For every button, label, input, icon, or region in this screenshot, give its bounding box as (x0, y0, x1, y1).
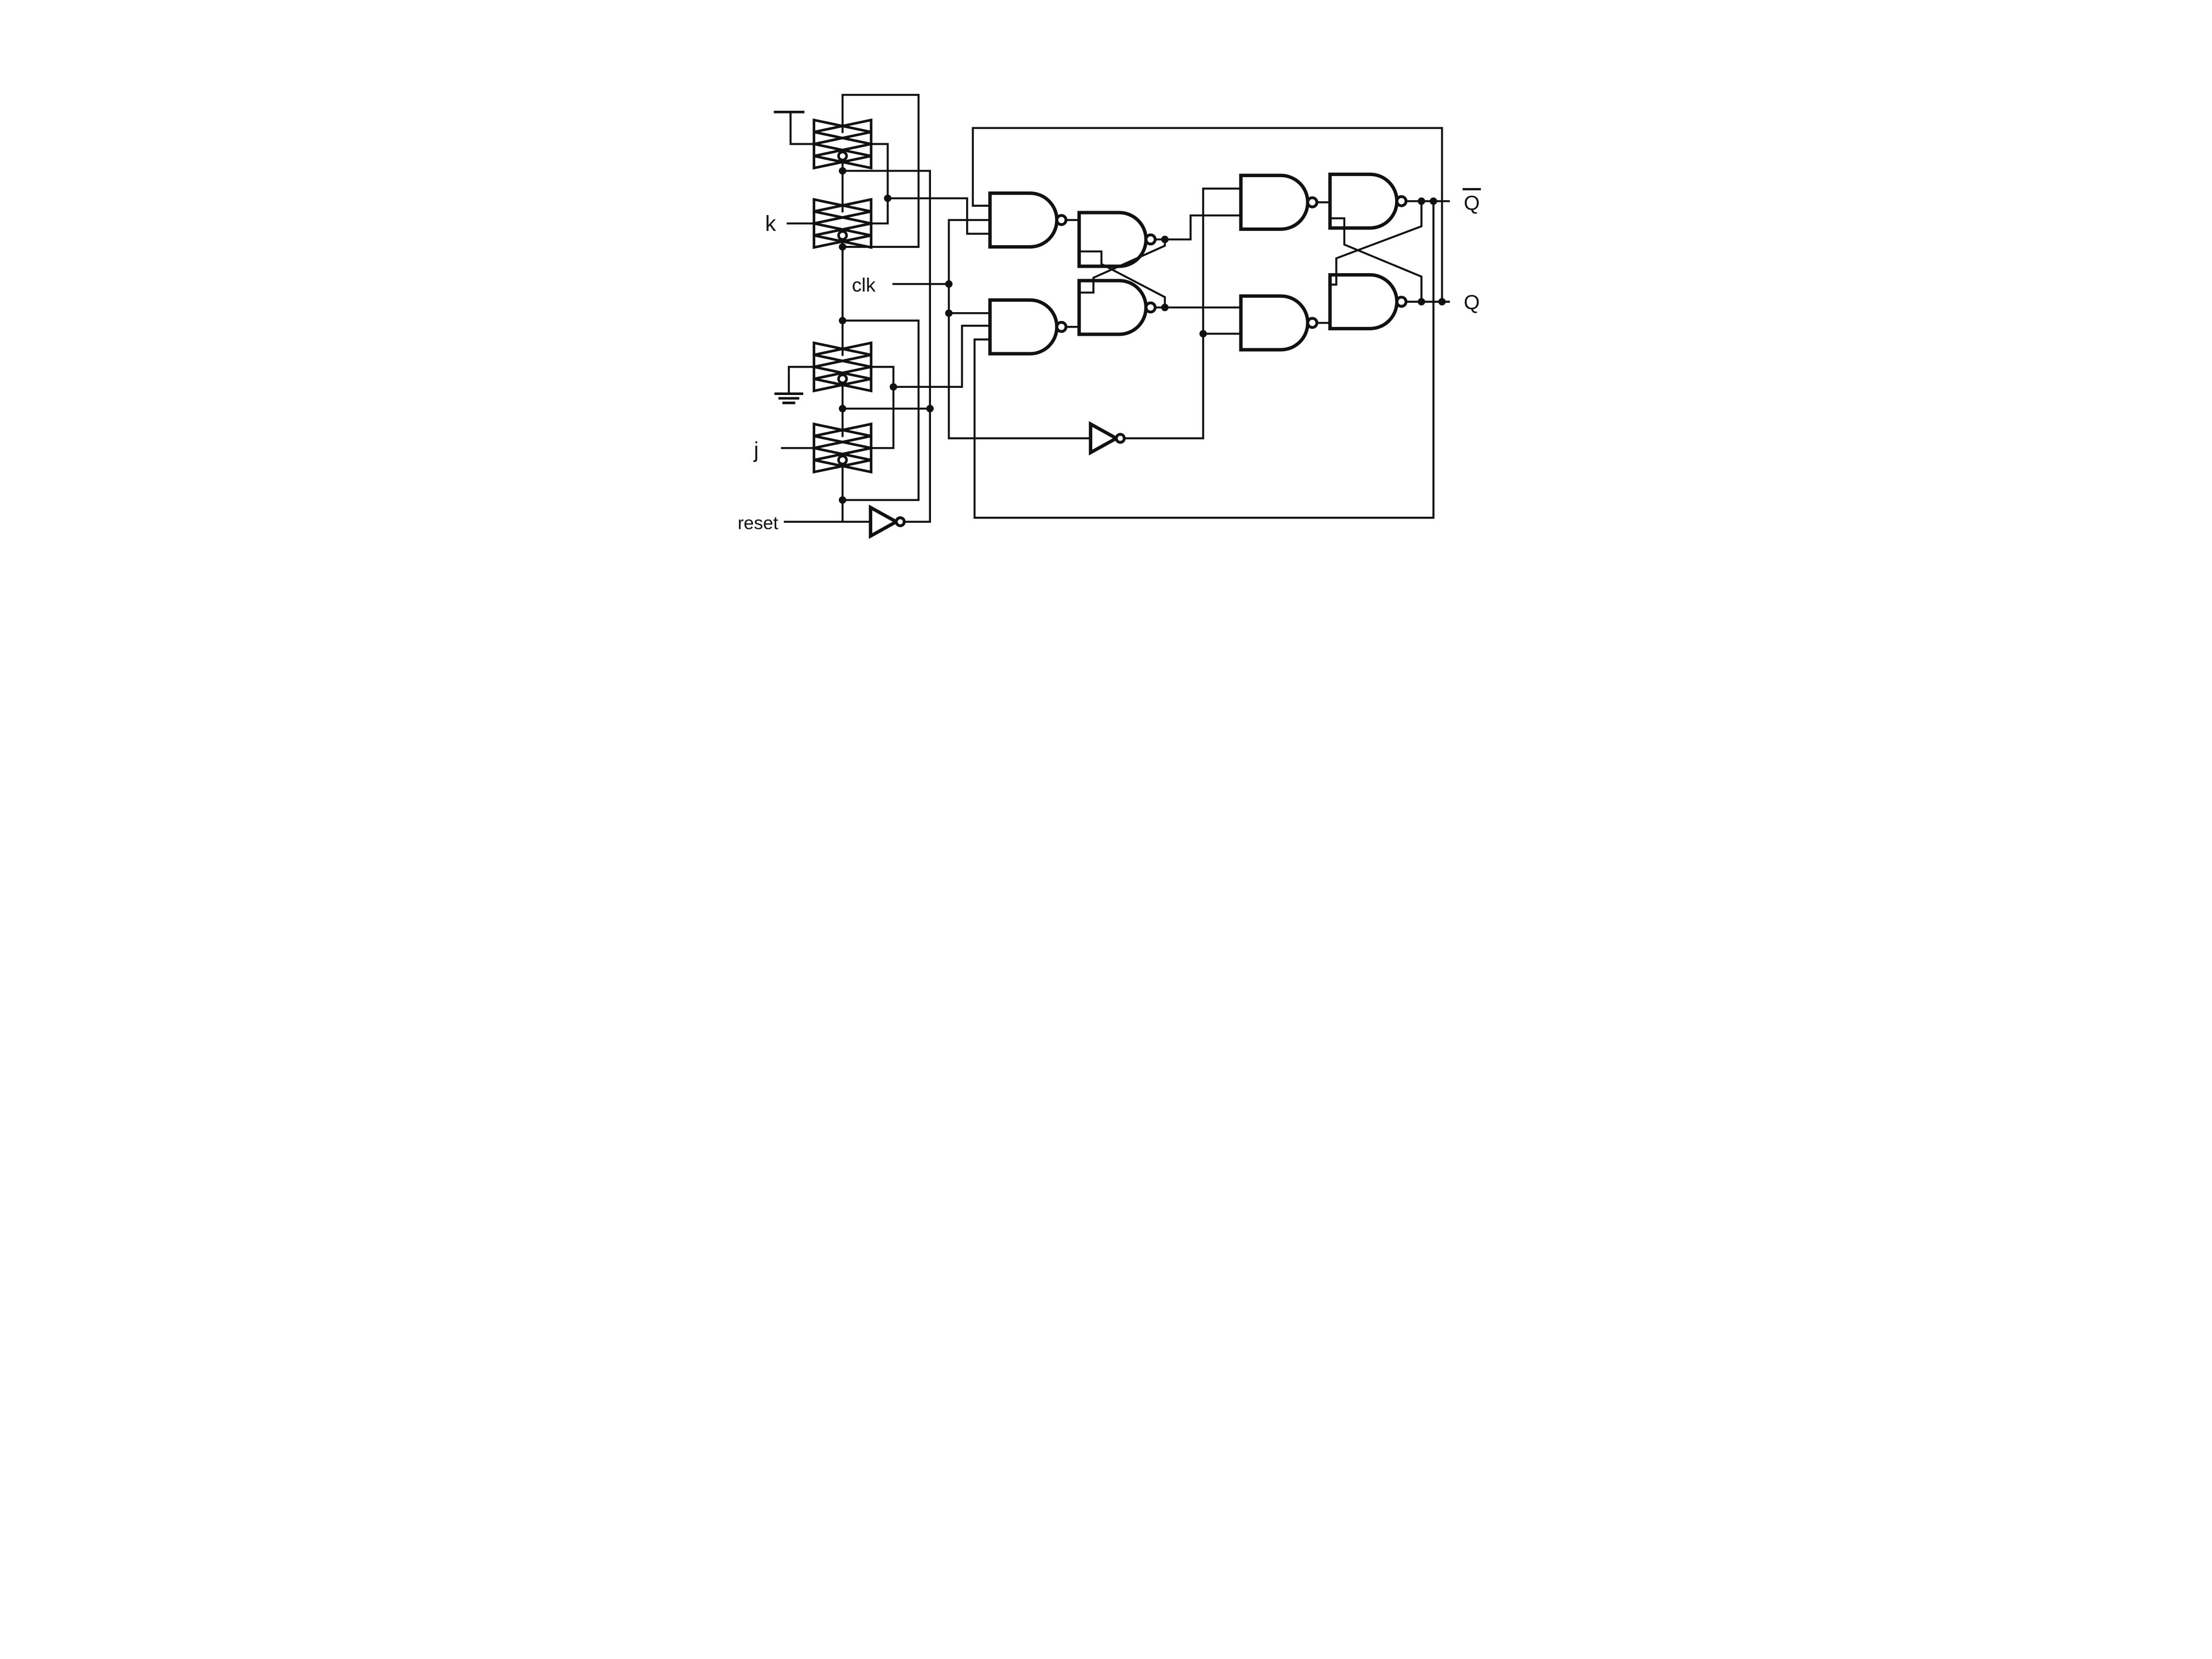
junction-dot (839, 317, 847, 325)
pass-gate-bubble (837, 230, 848, 241)
nand-bubble (1395, 195, 1408, 207)
supply-bar-icon (774, 110, 815, 145)
clk-vertical-wire (947, 219, 1092, 439)
supply-drop-wire (789, 111, 815, 145)
tg4-output-wire (870, 386, 895, 449)
tg1-output-wire (870, 143, 889, 200)
slave-cross-wire-top (1329, 200, 1423, 286)
junction-dot (839, 405, 847, 413)
pass-gate-bubble (837, 454, 848, 466)
master-latch-bottom-nand-gate (1077, 279, 1157, 336)
q-feedback-top-rail-wire (972, 127, 1443, 303)
junction-dot (945, 280, 953, 288)
inverter-bubble (895, 516, 906, 527)
ground-icon (774, 365, 815, 404)
clock-inverter-icon (1088, 421, 1126, 456)
junction-dot (889, 383, 898, 391)
jk-flipflop-schematic: k j clk reset Q Q (722, 0, 1490, 576)
junction-dot (839, 167, 847, 175)
tg1-control-loop-wire (841, 94, 920, 248)
pass-gate-bubble (837, 373, 848, 385)
junction-dot (1161, 235, 1169, 244)
qbar-feedback-bottom-rail-wire (973, 200, 1435, 519)
slave-latch-top-nand-gate (1328, 172, 1408, 230)
junction-dot (884, 194, 891, 202)
master-to-slave-top-wire (1154, 214, 1242, 241)
slave-latch-bottom-nand-gate (1328, 273, 1408, 331)
inverter-bubble (1115, 433, 1126, 444)
reset-inverter-icon (868, 504, 906, 539)
nand-bubble (1306, 317, 1318, 329)
schematic-page: k j clk reset Q Q (722, 0, 1490, 576)
junction-dot (839, 496, 847, 504)
junction-dot (926, 405, 934, 413)
nand-bubble (1055, 214, 1068, 226)
tg3-output-wire (870, 365, 895, 388)
slave-input-bottom-nand-gate (1239, 294, 1318, 352)
nand-bubble (1144, 301, 1157, 314)
junction-dots (839, 167, 1446, 504)
master-input-top-nand-gate (988, 191, 1068, 249)
junction-dot (839, 243, 847, 251)
junction-dot (1430, 197, 1437, 205)
tg3-control-loop-wire (841, 319, 920, 501)
junction-dot (1161, 303, 1169, 312)
junction-dot (1199, 330, 1207, 338)
k-label: k (765, 212, 776, 236)
slave-cross-wire-bottom (1329, 217, 1423, 303)
nand-bubble (1306, 196, 1318, 208)
master-cross-wire-bottom (1078, 250, 1166, 309)
clk-label: clk (852, 274, 876, 296)
k-path-wire (887, 197, 991, 235)
nand-bubble (1144, 233, 1157, 246)
nand-bubble (1395, 296, 1408, 308)
ground-lead (788, 365, 815, 395)
master-latch-top-nand-gate (1077, 211, 1157, 268)
slave-input-top-nand-gate (1239, 173, 1318, 231)
junction-dot (945, 309, 953, 317)
junction-dot (1438, 298, 1446, 306)
reset-bar-wire (841, 170, 931, 523)
master-input-bottom-nand-gate (988, 298, 1068, 356)
junction-dot (1418, 197, 1425, 205)
nand-bubble (1055, 320, 1068, 333)
clkbar-vertical-wire (1123, 187, 1242, 439)
qbar-label: Q (1464, 191, 1480, 214)
master-cross-wire-top (1078, 238, 1166, 294)
q-label: Q (1464, 291, 1480, 314)
reset-label: reset (738, 514, 779, 534)
pass-gate-bubble (837, 150, 848, 162)
junction-dot (1418, 298, 1425, 306)
j-path-wire (892, 324, 991, 388)
tg2-output-wire (870, 197, 889, 225)
j-label: j (753, 438, 759, 462)
